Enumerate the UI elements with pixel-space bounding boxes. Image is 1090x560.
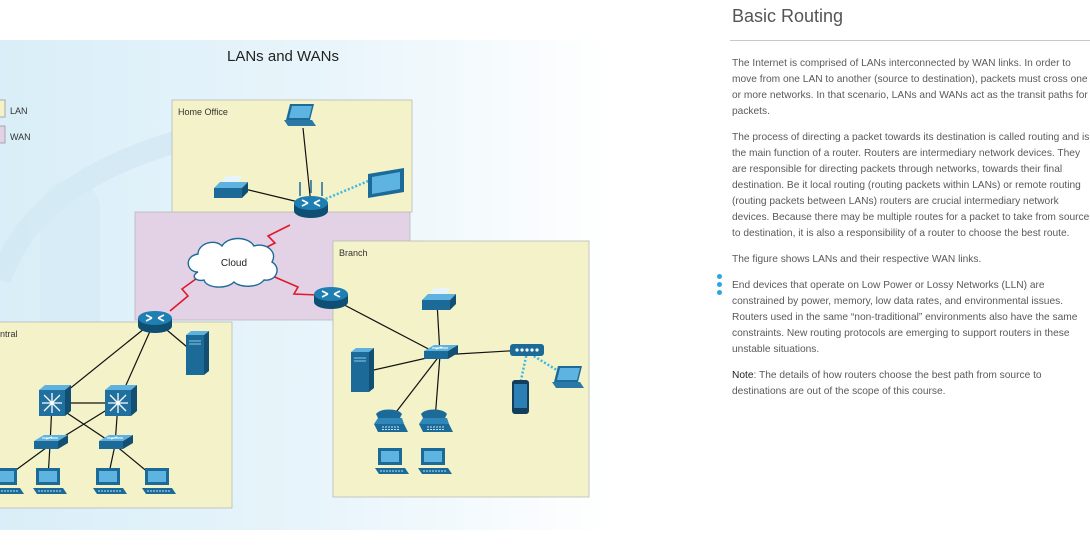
- router-icon: [293, 195, 329, 219]
- server-icon: [185, 330, 210, 376]
- article-panel: Basic Routing The Internet is comprised …: [730, 0, 1090, 560]
- smartphone-icon: [512, 380, 529, 414]
- cloud-label: Cloud: [221, 258, 247, 269]
- legend-lan-label: LAN: [10, 106, 28, 116]
- paragraph: End devices that operate on Low Power or…: [732, 280, 1078, 355]
- note-paragraph: Note: The details of how routers choose …: [732, 368, 1090, 400]
- wireless-ap-icon: [299, 180, 323, 196]
- section-title: Basic Routing: [732, 6, 844, 26]
- multilayer-switch-icon: [38, 384, 72, 417]
- title-divider: [730, 40, 1090, 41]
- legend-wan-swatch: [0, 125, 6, 144]
- paragraph: The figure shows LANs and their respecti…: [732, 254, 982, 265]
- lans-and-wans-figure: LANs and WANs LAN WAN Home Office Branch…: [0, 40, 610, 530]
- paragraph: The Internet is comprised of LANs interc…: [732, 58, 1088, 117]
- multilayer-switch-icon: [104, 384, 138, 417]
- legend-wan-label: WAN: [10, 132, 31, 142]
- paragraph: The process of directing a packet toward…: [732, 132, 1090, 239]
- article-body: The Internet is comprised of LANs interc…: [732, 56, 1090, 410]
- router-icon: [137, 310, 173, 334]
- tv-icon: [368, 168, 404, 198]
- figure-title: LANs and WANs: [227, 48, 339, 65]
- note-text: : The details of how routers choose the …: [732, 370, 1042, 397]
- router-icon: [313, 286, 349, 310]
- server-icon: [350, 347, 375, 393]
- note-label: Note: [732, 370, 754, 381]
- section-nav-dots[interactable]: [717, 274, 723, 298]
- legend-lan-swatch: [0, 99, 6, 118]
- central-label: ntral: [0, 329, 18, 339]
- cloud-icon: Cloud: [187, 237, 278, 288]
- wireless-ap-icon: [510, 344, 544, 356]
- home-office-label: Home Office: [178, 107, 228, 117]
- branch-label: Branch: [339, 248, 368, 258]
